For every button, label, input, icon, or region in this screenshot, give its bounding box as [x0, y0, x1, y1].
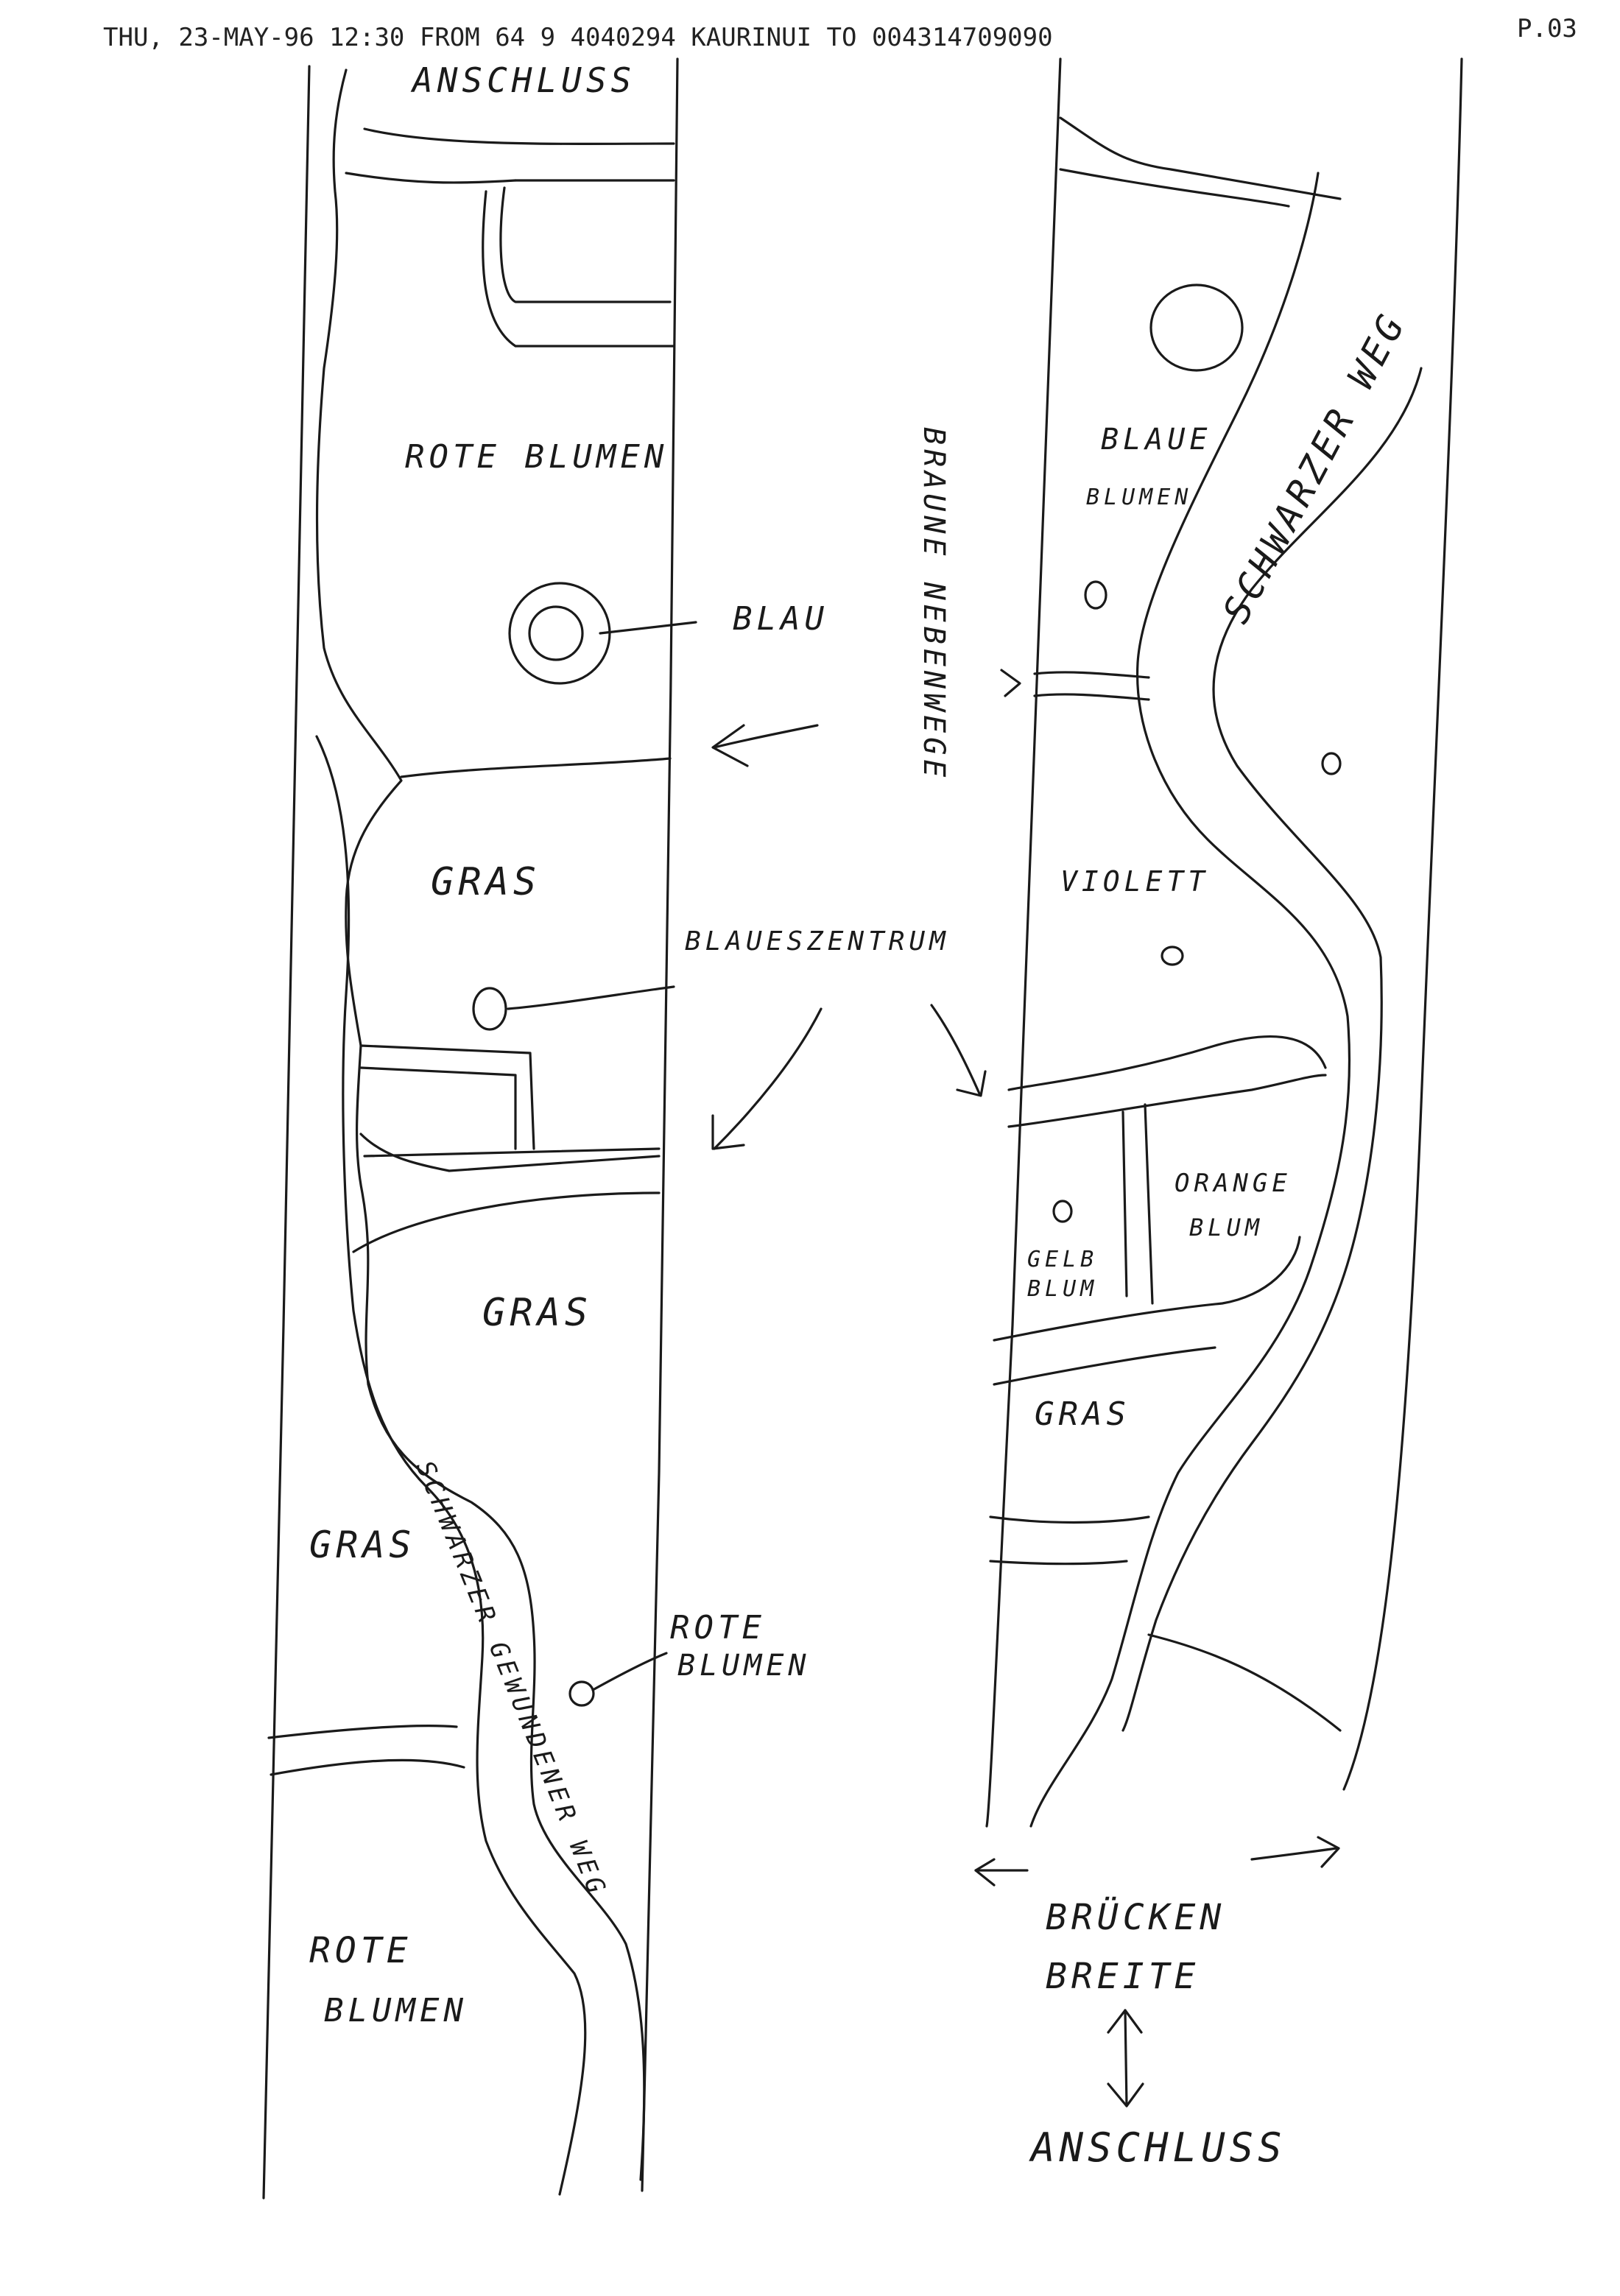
right-divider-gelb	[993, 1236, 1301, 1386]
arrow-right-icon	[1250, 1836, 1340, 1868]
circle-marker-icon	[1149, 284, 1244, 372]
right-strip: BLAUE BLUMEN SCHWARZER WEG VIOLETT ORANG…	[985, 57, 1463, 1828]
bridge-annotations: BRÜCKEN BREITE ANSCHLUSS	[974, 1836, 1340, 2171]
circle-marker-icon	[1084, 580, 1107, 610]
right-cross-path-top	[1059, 116, 1342, 208]
label-breite: BREITE	[1046, 1956, 1200, 1997]
middle-annotations: BLAUESZENTRUM BRAUNE NEBENWEGE	[685, 427, 1021, 1150]
right-divider-violett	[1007, 1035, 1327, 1128]
right-black-path-left	[1029, 172, 1351, 1828]
left-small-bed-middle	[359, 1044, 661, 1172]
left-strip-inner-edge	[315, 68, 646, 2181]
label-blau: BLAU	[733, 600, 828, 638]
label-gras-2: GRAS	[482, 1291, 592, 1335]
left-small-bed-top	[482, 179, 675, 348]
circle-marker-icon	[1052, 1200, 1073, 1223]
right-cross-path-lower	[1147, 1633, 1342, 1732]
label-schwarzer-weg: SCHWARZER WEG	[1214, 305, 1415, 630]
circle-marker-icon	[568, 1680, 595, 1707]
right-cross-path-small	[1033, 671, 1150, 701]
label-rote-blumen-2: ROTE	[670, 1609, 766, 1647]
leader-line-blau	[599, 621, 697, 635]
label-rote-blumen-1: ROTE BLUMEN	[405, 438, 668, 476]
left-strip: ANSCHLUSS ROTE BLUMEN BLAU GRAS GRAS GRA…	[262, 57, 828, 2200]
label-schwarzer-gewundener-weg: SCHWARZER GEWUNDENER WEG	[410, 1457, 613, 1901]
leader-line-rote-blumen	[591, 1652, 668, 1691]
label-gras-3: GRAS	[309, 1524, 415, 1566]
right-divider-gras	[989, 1515, 1150, 1566]
label-blaue: BLAUE	[1101, 423, 1211, 457]
arrow-left-icon	[974, 1858, 1029, 1887]
arrow-down-right-icon	[930, 1004, 987, 1097]
left-strip-outer-right-edge	[641, 57, 679, 2192]
label-anschluss-top: ANSCHLUSS	[410, 60, 635, 100]
label-blumen-right: BLUMEN	[1086, 485, 1192, 510]
label-orange-blum: BLUM	[1189, 1214, 1264, 1242]
left-cross-path-1a	[363, 127, 675, 146]
label-anschluss-bottom: ANSCHLUSS	[1029, 2124, 1286, 2171]
right-small-divider	[1121, 1103, 1154, 1305]
right-black-path-right	[1121, 367, 1423, 1732]
arrow-left-icon	[711, 724, 819, 767]
arrow-down-left-icon	[711, 1007, 823, 1150]
left-winding-path-outer	[315, 735, 587, 2196]
label-rote-blumen-3: ROTE	[309, 1930, 412, 1971]
label-orange: ORANGE	[1174, 1169, 1292, 1198]
circle-marker-icon	[508, 582, 611, 685]
label-gras-1: GRAS	[431, 860, 540, 904]
fax-header-text: THU, 23-MAY-96 12:30 FROM 64 9 4040294 K…	[103, 23, 1053, 52]
fax-page-number: P.03	[1517, 14, 1577, 43]
circle-marker-icon	[472, 987, 507, 1031]
left-divider-2	[352, 1191, 661, 1253]
label-braune-nebenwege: BRAUNE NEBENWEGE	[917, 427, 951, 781]
label-violett: VIOLETT	[1060, 865, 1209, 898]
label-gras-right: GRAS	[1035, 1395, 1130, 1433]
circle-marker-icon	[1321, 752, 1342, 775]
leader-line-blaues-zentrum	[507, 985, 675, 1010]
right-strip-outer-right-edge	[1342, 57, 1463, 1791]
left-cross-path-1b	[345, 172, 517, 184]
left-cross-path-lower	[267, 1725, 465, 1776]
left-strip-outer-left-edge	[262, 65, 311, 2200]
label-gelb: GELB	[1027, 1247, 1098, 1272]
arrow-right-icon	[1000, 669, 1021, 697]
label-blaues-zentrum: BLAUESZENTRUM	[685, 926, 950, 957]
label-gelb-blum: BLUM	[1027, 1276, 1098, 1302]
circle-marker-icon	[528, 605, 584, 661]
label-brucken: BRÜCKEN	[1046, 1897, 1225, 1938]
label-rote-blumen-3b: BLUMEN	[324, 1992, 468, 2029]
left-divider-1	[400, 757, 672, 778]
right-strip-outer-left-edge	[985, 57, 1062, 1828]
double-arrow-vertical-icon	[1107, 2009, 1144, 2107]
label-rote-blumen-2b: BLUMEN	[677, 1649, 811, 1683]
circle-marker-icon	[1161, 945, 1184, 966]
